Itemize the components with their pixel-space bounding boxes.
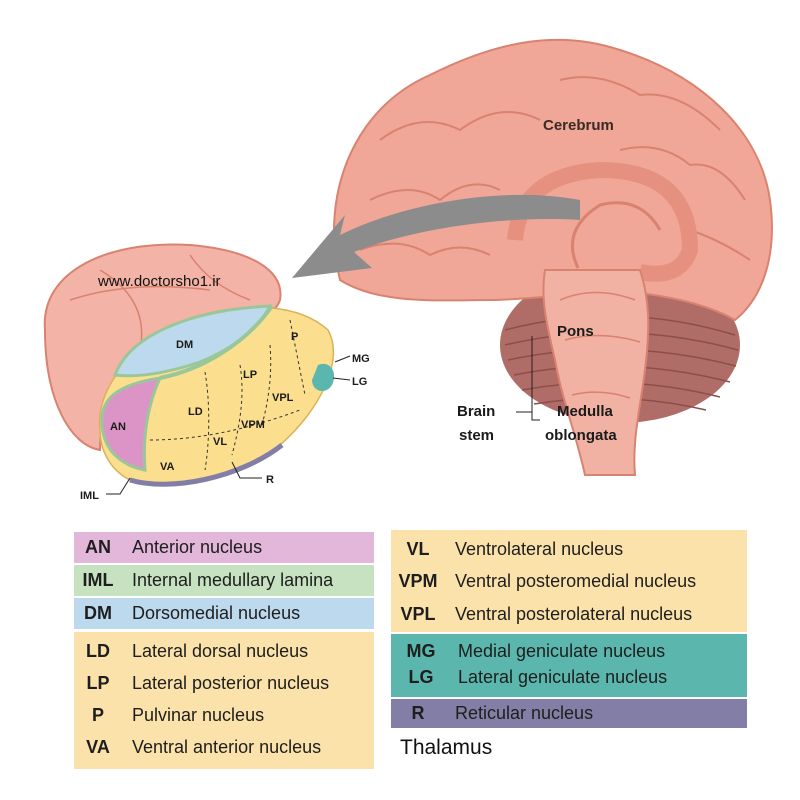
- cerebrum: [333, 38, 773, 322]
- caption-thalamus: Thalamus: [400, 736, 493, 759]
- label-brain: Brain: [457, 403, 495, 420]
- legend-abbr: LG: [408, 666, 434, 687]
- label-medulla: Medulla: [557, 403, 613, 420]
- label-mg: MG: [352, 353, 370, 365]
- legend-name: Lateral posterior nucleus: [132, 673, 330, 693]
- legend-abbr: MG: [406, 640, 436, 661]
- legend-name: Anterior nucleus: [132, 537, 263, 557]
- label-vl: VL: [213, 436, 227, 448]
- label-va: VA: [160, 461, 175, 473]
- legend-row-lp: LP Lateral posterior nucleus: [74, 668, 374, 699]
- legend-name: Medial geniculate nucleus: [458, 640, 666, 661]
- label-lp: LP: [243, 369, 257, 381]
- brain-stem: [542, 269, 650, 476]
- legend-row-vl: VL Ventrolateral nucleus: [391, 534, 747, 565]
- label-r: R: [266, 474, 274, 486]
- label-dm: DM: [176, 339, 193, 351]
- legend-abbr: VPM: [398, 571, 438, 591]
- label-vpl: VPL: [272, 392, 294, 404]
- legend-row-vpl: VPL Ventral posterolateral nucleus: [391, 599, 747, 630]
- label-an: AN: [110, 421, 126, 433]
- legend-row-lg: LG Lateral geniculate nucleus: [391, 663, 747, 691]
- legend-name: Dorsomedial nucleus: [132, 603, 301, 623]
- watermark-text: www.doctorsho1.ir: [97, 273, 221, 290]
- thalamus-enlarged: [98, 304, 335, 487]
- legend-lateral-group: [74, 632, 374, 769]
- label-pons: Pons: [557, 323, 594, 340]
- legend-abbr: VL: [406, 539, 430, 559]
- legend-geniculate-group: [391, 634, 747, 697]
- leader-lines: [106, 336, 540, 495]
- legend-abbr: LP: [86, 673, 110, 693]
- label-stem: stem: [459, 427, 494, 444]
- label-ld: LD: [188, 406, 203, 418]
- legend-name: Ventral anterior nucleus: [132, 737, 322, 757]
- legend-abbr: DM: [84, 603, 112, 623]
- legend-abbr: AN: [85, 537, 111, 557]
- legend-row-dm: DM Dorsomedial nucleus: [74, 598, 374, 629]
- label-vpm: VPM: [241, 419, 265, 431]
- legend-abbr: P: [91, 705, 104, 725]
- legend-row-mg: MG Medial geniculate nucleus: [391, 637, 747, 665]
- thalamus-brain-illustration: www.doctorsho1.ir Cerebrum Pons Brain st…: [43, 38, 773, 502]
- legend-row-r: R Reticular nucleus: [391, 699, 747, 728]
- label-oblongata: oblongata: [545, 427, 617, 444]
- legend-name: Ventrolateral nucleus: [455, 539, 624, 559]
- legend-name: Internal medullary lamina: [132, 570, 334, 590]
- legend-abbr: LD: [86, 641, 110, 661]
- legend-row-va: VA Ventral anterior nucleus: [74, 732, 374, 763]
- legend-row-ld: LD Lateral dorsal nucleus: [74, 636, 374, 667]
- label-lg: LG: [352, 376, 367, 388]
- legend-abbr: IML: [82, 570, 114, 590]
- legend-row-p: P Pulvinar nucleus: [74, 700, 374, 731]
- legend-row-iml: IML Internal medullary lamina: [74, 565, 374, 596]
- legend-abbr: VA: [86, 737, 110, 757]
- legend-name: Pulvinar nucleus: [132, 705, 265, 725]
- legend-abbr: R: [411, 703, 425, 723]
- legend-name: Ventral posterolateral nucleus: [455, 604, 693, 624]
- legend-row-an: AN Anterior nucleus: [74, 532, 374, 563]
- label-cerebrum: Cerebrum: [543, 117, 614, 134]
- label-p: P: [291, 331, 298, 343]
- legend-name: Ventral posteromedial nucleus: [455, 571, 697, 591]
- legend-name: Reticular nucleus: [455, 703, 594, 723]
- legend-ventral-group: [391, 530, 747, 632]
- arrow-shape: [292, 194, 580, 278]
- legend-name: Lateral geniculate nucleus: [458, 666, 668, 687]
- legend-name: Lateral dorsal nucleus: [132, 641, 309, 661]
- legend-abbr: VPL: [400, 604, 436, 624]
- label-iml: IML: [80, 490, 99, 502]
- legend-row-vpm: VPM Ventral posteromedial nucleus: [391, 566, 747, 597]
